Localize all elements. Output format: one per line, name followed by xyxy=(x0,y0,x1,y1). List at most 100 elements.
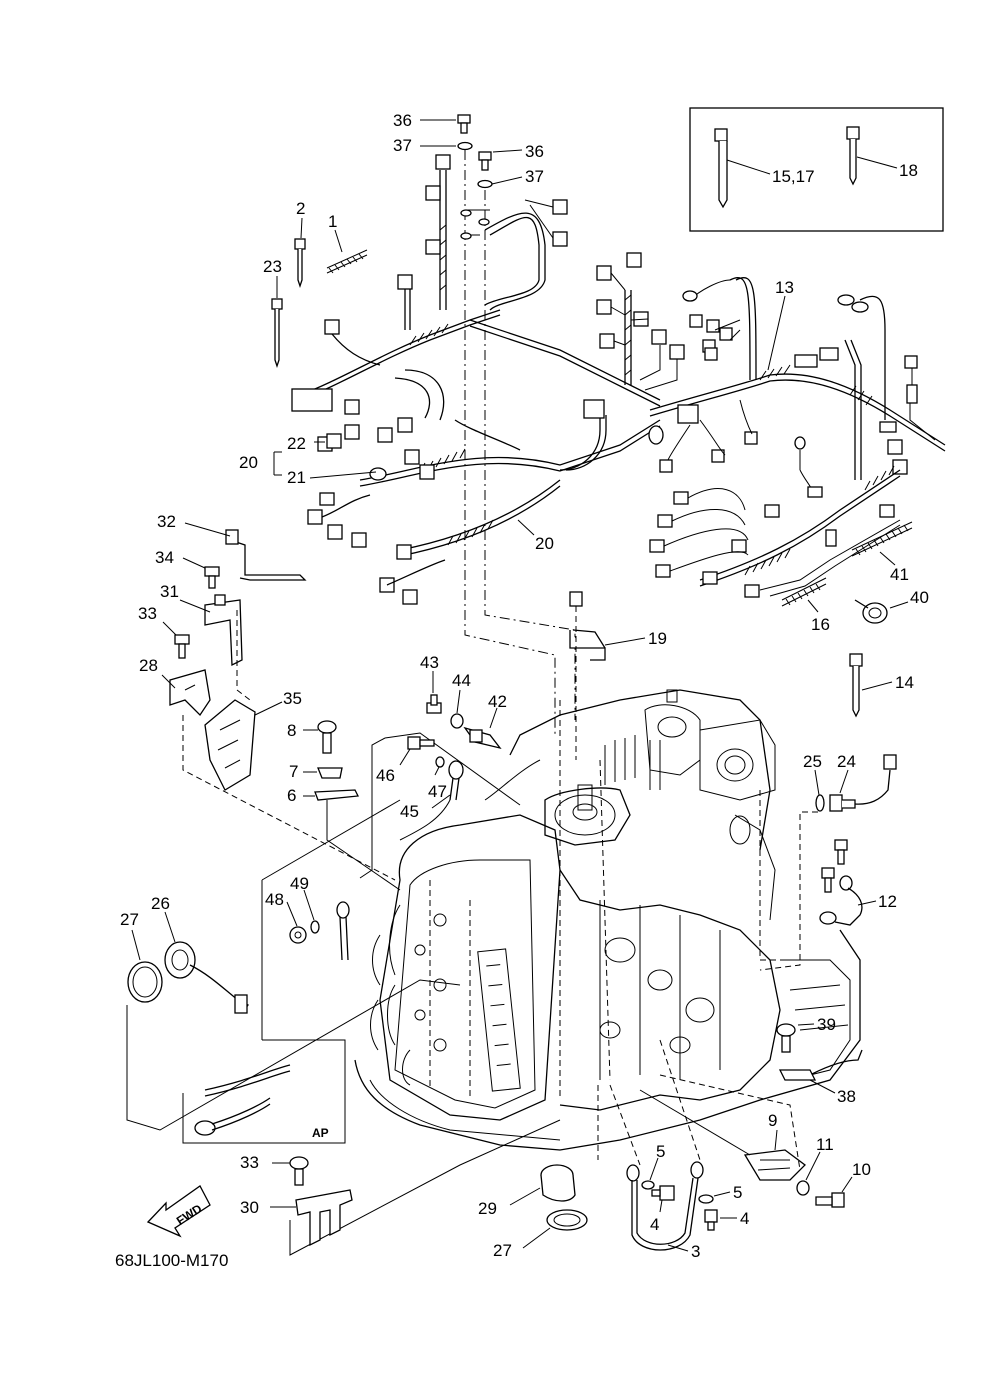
plate-6[interactable] xyxy=(314,789,360,801)
wire-harness-top[interactable] xyxy=(425,154,568,311)
bolt-43[interactable] xyxy=(426,694,442,714)
label-37a: 37 xyxy=(393,136,412,155)
bolt-33-bottom[interactable] xyxy=(289,1156,309,1186)
grommet-1[interactable] xyxy=(326,249,368,274)
label-49: 49 xyxy=(290,874,309,893)
label-36b: 36 xyxy=(525,142,544,161)
bolt-33-left[interactable] xyxy=(174,634,190,659)
washer-5-left[interactable] xyxy=(641,1180,655,1190)
grommet-29[interactable] xyxy=(540,1164,576,1202)
label-11: 11 xyxy=(816,1135,834,1154)
washer-44[interactable] xyxy=(450,713,464,729)
label-20b: 20 xyxy=(535,534,554,553)
label-21: 21 xyxy=(287,468,306,487)
label-24: 24 xyxy=(837,752,856,771)
washer-49[interactable] xyxy=(310,920,320,934)
label-1: 1 xyxy=(328,212,337,231)
label-16: 16 xyxy=(811,615,830,634)
label-13: 13 xyxy=(775,278,794,297)
seal-27-bottom[interactable] xyxy=(546,1209,588,1231)
label-10: 10 xyxy=(852,1160,871,1179)
label-7: 7 xyxy=(289,762,298,781)
ground-lead-3[interactable] xyxy=(626,1161,704,1251)
clamp-40[interactable] xyxy=(854,599,888,624)
label-31: 31 xyxy=(160,582,179,601)
label-14: 14 xyxy=(895,673,914,692)
bolt-36-top[interactable] xyxy=(457,114,471,134)
washer-47[interactable] xyxy=(435,756,445,768)
cable-tie-23[interactable] xyxy=(271,298,283,369)
wire-harness-center[interactable] xyxy=(469,252,685,407)
bolt-4-left[interactable] xyxy=(651,1185,675,1201)
holder-30[interactable] xyxy=(295,1189,353,1247)
wire-harness-right[interactable] xyxy=(648,277,946,598)
label-29: 29 xyxy=(478,1199,497,1218)
bolt-36-right[interactable] xyxy=(478,151,492,171)
clip-7[interactable] xyxy=(317,767,343,779)
grommet-41[interactable] xyxy=(851,521,913,557)
sensor-24[interactable] xyxy=(829,754,897,812)
label-27a: 27 xyxy=(120,910,139,929)
label-44: 44 xyxy=(452,671,471,690)
bolt-10[interactable] xyxy=(815,1192,845,1208)
engine-block xyxy=(354,689,861,1151)
battery-cable[interactable] xyxy=(194,1064,291,1136)
cable-tie-2[interactable] xyxy=(294,238,306,289)
grommet-16[interactable] xyxy=(781,577,827,607)
label-26: 26 xyxy=(151,894,170,913)
grommet-26[interactable] xyxy=(164,941,249,1014)
wire-harness-left[interactable] xyxy=(291,274,661,605)
bolt-39[interactable] xyxy=(776,1023,796,1053)
relay-9[interactable] xyxy=(743,1149,806,1181)
bolt-4-right[interactable] xyxy=(704,1209,718,1231)
label-42: 42 xyxy=(488,692,507,711)
washer-5-right[interactable] xyxy=(698,1194,714,1204)
label-8: 8 xyxy=(287,721,296,740)
washer-37-top[interactable] xyxy=(457,141,473,151)
seal-27-left[interactable] xyxy=(127,961,163,1003)
label-19: 19 xyxy=(648,629,667,648)
label-33b: 33 xyxy=(240,1153,259,1172)
washer-25[interactable] xyxy=(815,794,825,812)
washer-11[interactable] xyxy=(796,1180,810,1196)
cover-35[interactable] xyxy=(204,699,256,791)
bolt-34[interactable] xyxy=(204,566,220,589)
bracket-31[interactable] xyxy=(204,594,243,667)
label-22: 22 xyxy=(287,434,306,453)
lead-45[interactable] xyxy=(399,760,464,841)
label-5b: 5 xyxy=(733,1183,742,1202)
bolt-8[interactable] xyxy=(317,720,337,754)
bracket-19[interactable] xyxy=(569,591,606,760)
holder-28[interactable] xyxy=(169,669,211,717)
yamaha-logo-mark xyxy=(477,948,521,1092)
bracket-32[interactable] xyxy=(225,529,307,581)
inset-box: 15,17 18 xyxy=(689,107,944,232)
label-45: 45 xyxy=(400,802,419,821)
bolt-46[interactable] xyxy=(407,736,435,750)
label-46: 46 xyxy=(376,766,395,785)
lead-wire[interactable] xyxy=(336,901,350,961)
label-33a: 33 xyxy=(138,604,157,623)
label-35: 35 xyxy=(283,689,302,708)
cable-tie-short[interactable] xyxy=(846,126,860,186)
label-47: 47 xyxy=(428,782,447,801)
label-27b: 27 xyxy=(493,1241,512,1260)
lead-12[interactable] xyxy=(819,839,863,926)
label-39: 39 xyxy=(817,1015,836,1034)
cable-tie-14[interactable] xyxy=(849,653,863,718)
nut-48[interactable] xyxy=(289,926,307,944)
lead-38[interactable] xyxy=(778,1049,863,1081)
ap-box: AP xyxy=(182,799,401,1144)
label-4b: 4 xyxy=(740,1209,749,1228)
label-48: 48 xyxy=(265,890,284,909)
label-6: 6 xyxy=(287,786,296,805)
label-18: 18 xyxy=(899,161,918,180)
washer-37-right[interactable] xyxy=(477,179,493,189)
connector-22[interactable] xyxy=(326,433,342,449)
label-32: 32 xyxy=(157,512,176,531)
label-15-17: 15,17 xyxy=(772,167,815,186)
holder-42[interactable] xyxy=(463,726,502,750)
label-5a: 5 xyxy=(656,1142,665,1161)
cable-tie-long[interactable] xyxy=(714,128,728,209)
label-34: 34 xyxy=(155,548,174,567)
